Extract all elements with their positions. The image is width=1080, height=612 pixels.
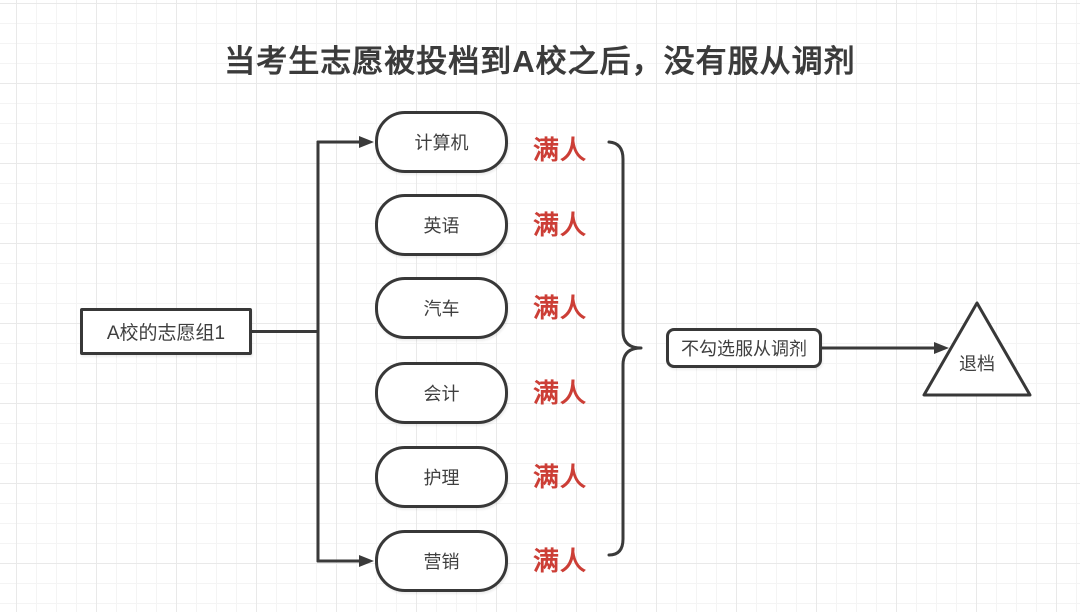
node-major-marketing: 营销 bbox=[375, 530, 508, 592]
node-volunteer-group-label: A校的志愿组1 bbox=[106, 323, 226, 344]
node-major-label: 汽车 bbox=[423, 299, 460, 319]
status-full-label: 满人 bbox=[533, 378, 588, 408]
node-volunteer-group: A校的志愿组1 bbox=[80, 308, 252, 355]
node-major-english: 英语 bbox=[375, 194, 508, 256]
node-major-accounting: 会计 bbox=[375, 362, 508, 424]
arrowhead-outcome-icon bbox=[934, 342, 949, 354]
status-full-label: 满人 bbox=[533, 293, 588, 323]
status-full-label: 满人 bbox=[533, 462, 588, 492]
node-major-label: 护理 bbox=[423, 468, 460, 488]
node-major-label: 营销 bbox=[423, 552, 460, 572]
outcome-triangle bbox=[922, 301, 1032, 397]
node-major-label: 会计 bbox=[423, 384, 460, 404]
node-major-computer: 计算机 bbox=[375, 111, 508, 173]
status-full-label: 满人 bbox=[533, 135, 588, 165]
node-major-label: 计算机 bbox=[414, 133, 469, 153]
status-full-label: 满人 bbox=[533, 546, 588, 576]
grouping-brace bbox=[607, 140, 643, 557]
node-major-automobile: 汽车 bbox=[375, 277, 508, 339]
node-major-label: 英语 bbox=[423, 216, 460, 236]
node-major-nursing: 护理 bbox=[375, 446, 508, 508]
node-no-adjustment-label: 不勾选服从调剂 bbox=[681, 339, 807, 359]
arrowhead-last-major-icon bbox=[359, 555, 374, 567]
node-no-adjustment: 不勾选服从调剂 bbox=[666, 328, 822, 368]
arrowhead-first-major-icon bbox=[359, 136, 374, 148]
outcome-withdraw-label: 退档 bbox=[959, 354, 995, 374]
status-full-label: 满人 bbox=[533, 210, 588, 240]
diagram-title: 当考生志愿被投档到A校之后，没有服从调剂 bbox=[224, 44, 856, 79]
